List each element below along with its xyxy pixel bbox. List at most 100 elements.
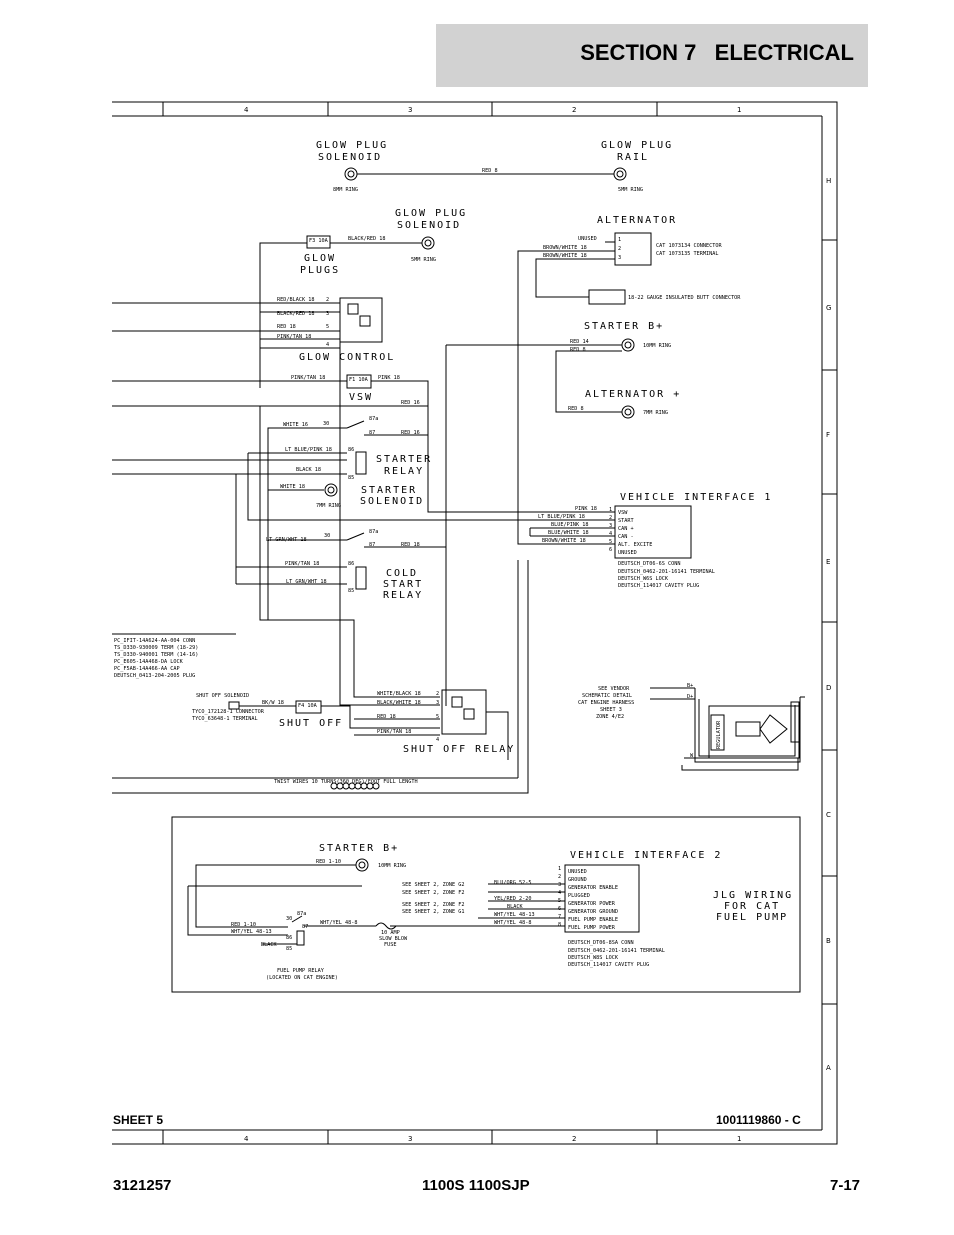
vi2-wire-wht-yel-48-8: WHT/YEL 48-8 bbox=[494, 920, 531, 926]
see-vendor-line1: SEE VENDOR bbox=[598, 686, 630, 692]
vi2-signal-fp-power: FUEL PUMP POWER bbox=[568, 925, 616, 931]
vi1-wire-blue-white: BLUE/WHITE 18 bbox=[548, 530, 589, 536]
alt-wire-brown-white-1: BROWN/WHITE 18 bbox=[543, 245, 587, 251]
cs-pin-87: 87 bbox=[369, 542, 375, 548]
pc-part-conn: PC_IFIT-14A624-AA-004 CONN bbox=[114, 638, 195, 644]
vi1-title: VEHICLE INTERFACE 1 bbox=[620, 492, 772, 503]
shut-off-title: SHUT OFF bbox=[279, 718, 343, 729]
vi2-part-conn: DEUTSCH_DT06-8SA CONN bbox=[568, 940, 634, 946]
vi1-pin-5: 5 bbox=[609, 539, 612, 545]
so-pin-5: 5 bbox=[436, 714, 439, 720]
see-vendor-line5: ZONE 4/E2 bbox=[596, 714, 624, 720]
pink-18-label: PINK 18 bbox=[378, 375, 400, 381]
fuse-f1-label: F1 10A bbox=[349, 377, 369, 383]
vi1-pin-3: 3 bbox=[609, 523, 612, 529]
vi1-part-lock: DEUTSCH_W6S LOCK bbox=[618, 576, 669, 582]
vi1-wire-lt-blue-pink: LT BLUE/PINK 18 bbox=[538, 514, 585, 520]
vi2-part-terminal: DEUTSCH_0462-201-16141 TERMINAL bbox=[568, 948, 665, 954]
starter-wire-red-14: RED 14 bbox=[570, 339, 589, 345]
vi2-pin-3: 3 bbox=[558, 882, 561, 888]
vi2-wire-black: BLACK bbox=[507, 904, 523, 910]
gc-pin-5: 5 bbox=[326, 324, 329, 330]
glow-plug-solenoid-2-line2: SOLENOID bbox=[397, 220, 461, 231]
vi2-pin-8: 8 bbox=[558, 922, 561, 928]
row-tick-e: E bbox=[826, 558, 830, 566]
section-title: SECTION 7 ELECTRICAL bbox=[580, 40, 854, 65]
vi2-pin-1: 1 bbox=[558, 866, 561, 872]
gc-wire-black-red: BLACK/RED 18 bbox=[277, 311, 314, 317]
alternator-title: ALTERNATOR bbox=[597, 215, 677, 226]
red-8-alt-label: RED 8 bbox=[568, 406, 584, 412]
so-pin-3: 3 bbox=[436, 700, 439, 706]
starter-solenoid-line2: SOLENOID bbox=[360, 496, 424, 507]
glow-plug-solenoid-1-line2: SOLENOID bbox=[318, 152, 382, 163]
pc-part-term-18: TS_D330-930009 TERM (18-29) bbox=[114, 645, 198, 651]
gc-pin-2: 2 bbox=[326, 297, 329, 303]
twist-wires-label: TWIST WIRES 10 TURNS(360 DEG)/FOOT FULL … bbox=[274, 779, 418, 785]
red-16-b-label: RED 16 bbox=[401, 430, 420, 436]
pc-part-plug: DEUTSCH_0413-204-2005 PLUG bbox=[114, 673, 195, 679]
row-tick-d: D bbox=[826, 684, 831, 692]
relay-pin-30: 30 bbox=[323, 421, 329, 427]
alt-pin-3: 3 bbox=[618, 255, 621, 261]
ring-10mm-2-label: 10MM RING bbox=[378, 863, 406, 869]
fuse-f3-label: F3 10A bbox=[309, 238, 329, 244]
wht-yel-48-8-label: WHT/YEL 48-8 bbox=[320, 920, 357, 926]
starter-b-plus-title: STARTER B+ bbox=[584, 321, 664, 332]
b-plus-small-label: B+ bbox=[687, 683, 693, 689]
vi1-part-terminal: DEUTSCH_0462-201-16141 TERMINAL bbox=[618, 569, 715, 575]
glow-plug-solenoid-2-line1: GLOW PLUG bbox=[395, 208, 467, 219]
lt-blue-pink-label: LT BLUE/PINK 18 bbox=[285, 447, 332, 453]
footer-models: 1100S 1100SJP bbox=[422, 1177, 530, 1194]
cold-start-relay-line3: RELAY bbox=[383, 590, 423, 601]
gc-wire-red-black: RED/BLACK 18 bbox=[277, 297, 314, 303]
vi2-signal-unused: UNUSED bbox=[568, 869, 587, 875]
section-header: SECTION 7 ELECTRICAL bbox=[436, 24, 868, 87]
vi1-signal-start: START bbox=[618, 518, 634, 524]
red-18-cs-label: RED 18 bbox=[401, 542, 420, 548]
vi1-part-conn: DEUTSCH_DT06-6S CONN bbox=[618, 561, 680, 567]
vi2-pin-7: 7 bbox=[558, 914, 561, 920]
jlg-wiring-line1: JLG WIRING bbox=[713, 890, 793, 901]
cs-pin-85: 85 bbox=[348, 588, 354, 594]
col-tick-bottom-1: 1 bbox=[737, 1135, 741, 1143]
vi1-signal-alt-excite: ALT. EXCITE bbox=[618, 542, 652, 548]
cat-connector-label: CAT 1073134 CONNECTOR bbox=[656, 243, 722, 249]
vi2-signal-gen-ground: GENERATOR GROUND bbox=[568, 909, 618, 915]
col-tick-bottom-2: 2 bbox=[572, 1135, 576, 1143]
cat-terminal-label: CAT 1073135 TERMINAL bbox=[656, 251, 718, 257]
row-tick-g: G bbox=[826, 304, 831, 312]
vi2-title: VEHICLE INTERFACE 2 bbox=[570, 850, 722, 861]
fuse-10a-line2: SLOW BLOW bbox=[379, 936, 408, 942]
regulator-label: REGULATOR bbox=[716, 720, 722, 749]
vi2-signal-fp-enable: FUEL PUMP ENABLE bbox=[568, 917, 618, 923]
see-vendor-line2: SCHEMATIC DETAIL bbox=[582, 693, 632, 699]
vi1-wire-brown-white: BROWN/WHITE 18 bbox=[542, 538, 586, 544]
fp-pin-85: 85 bbox=[286, 946, 292, 952]
red-16-a-label: RED 16 bbox=[401, 400, 420, 406]
glow-plugs-line1: GLOW bbox=[304, 253, 336, 264]
shutoff-conn-line1: TYCO_172128-1 CONNECTOR bbox=[192, 709, 265, 715]
black-18-label: BLACK 18 bbox=[296, 467, 321, 473]
vi1-wire-blue-pink: BLUE/PINK 18 bbox=[551, 522, 588, 528]
so-wire-black-white: BLACK/WHITE 18 bbox=[377, 700, 421, 706]
fp-pin-87: 87 bbox=[302, 924, 308, 930]
vi1-part-plug: DEUTSCH_114017 CAVITY PLUG bbox=[618, 583, 699, 589]
cs-pin-30: 30 bbox=[324, 533, 330, 539]
vi2-pin-6: 6 bbox=[558, 906, 561, 912]
fuel-pump-relay-line1: FUEL PUMP RELAY bbox=[277, 968, 325, 974]
vsw-title: VSW bbox=[349, 392, 373, 403]
pc-part-lock: PC_E605-14A468-DA LOCK bbox=[114, 659, 184, 665]
vi1-signal-can-minus: CAN - bbox=[618, 534, 634, 540]
row-tick-a: A bbox=[826, 1064, 831, 1072]
alternator-plus-title: ALTERNATOR + bbox=[585, 389, 681, 400]
pink-tan-18-label: PINK/TAN 18 bbox=[291, 375, 325, 381]
pink-tan-18-cs-label: PINK/TAN 18 bbox=[285, 561, 319, 567]
jlg-wiring-line2: FOR CAT bbox=[724, 901, 780, 912]
so-pin-2: 2 bbox=[436, 691, 439, 697]
bk-w-18-label: BK/W 18 bbox=[262, 700, 284, 706]
fuel-pump-relay-line2: (LOCATED ON CAT ENGINE) bbox=[266, 975, 338, 981]
row-tick-c: C bbox=[826, 811, 831, 819]
alt-pin-1: 1 bbox=[618, 237, 621, 243]
